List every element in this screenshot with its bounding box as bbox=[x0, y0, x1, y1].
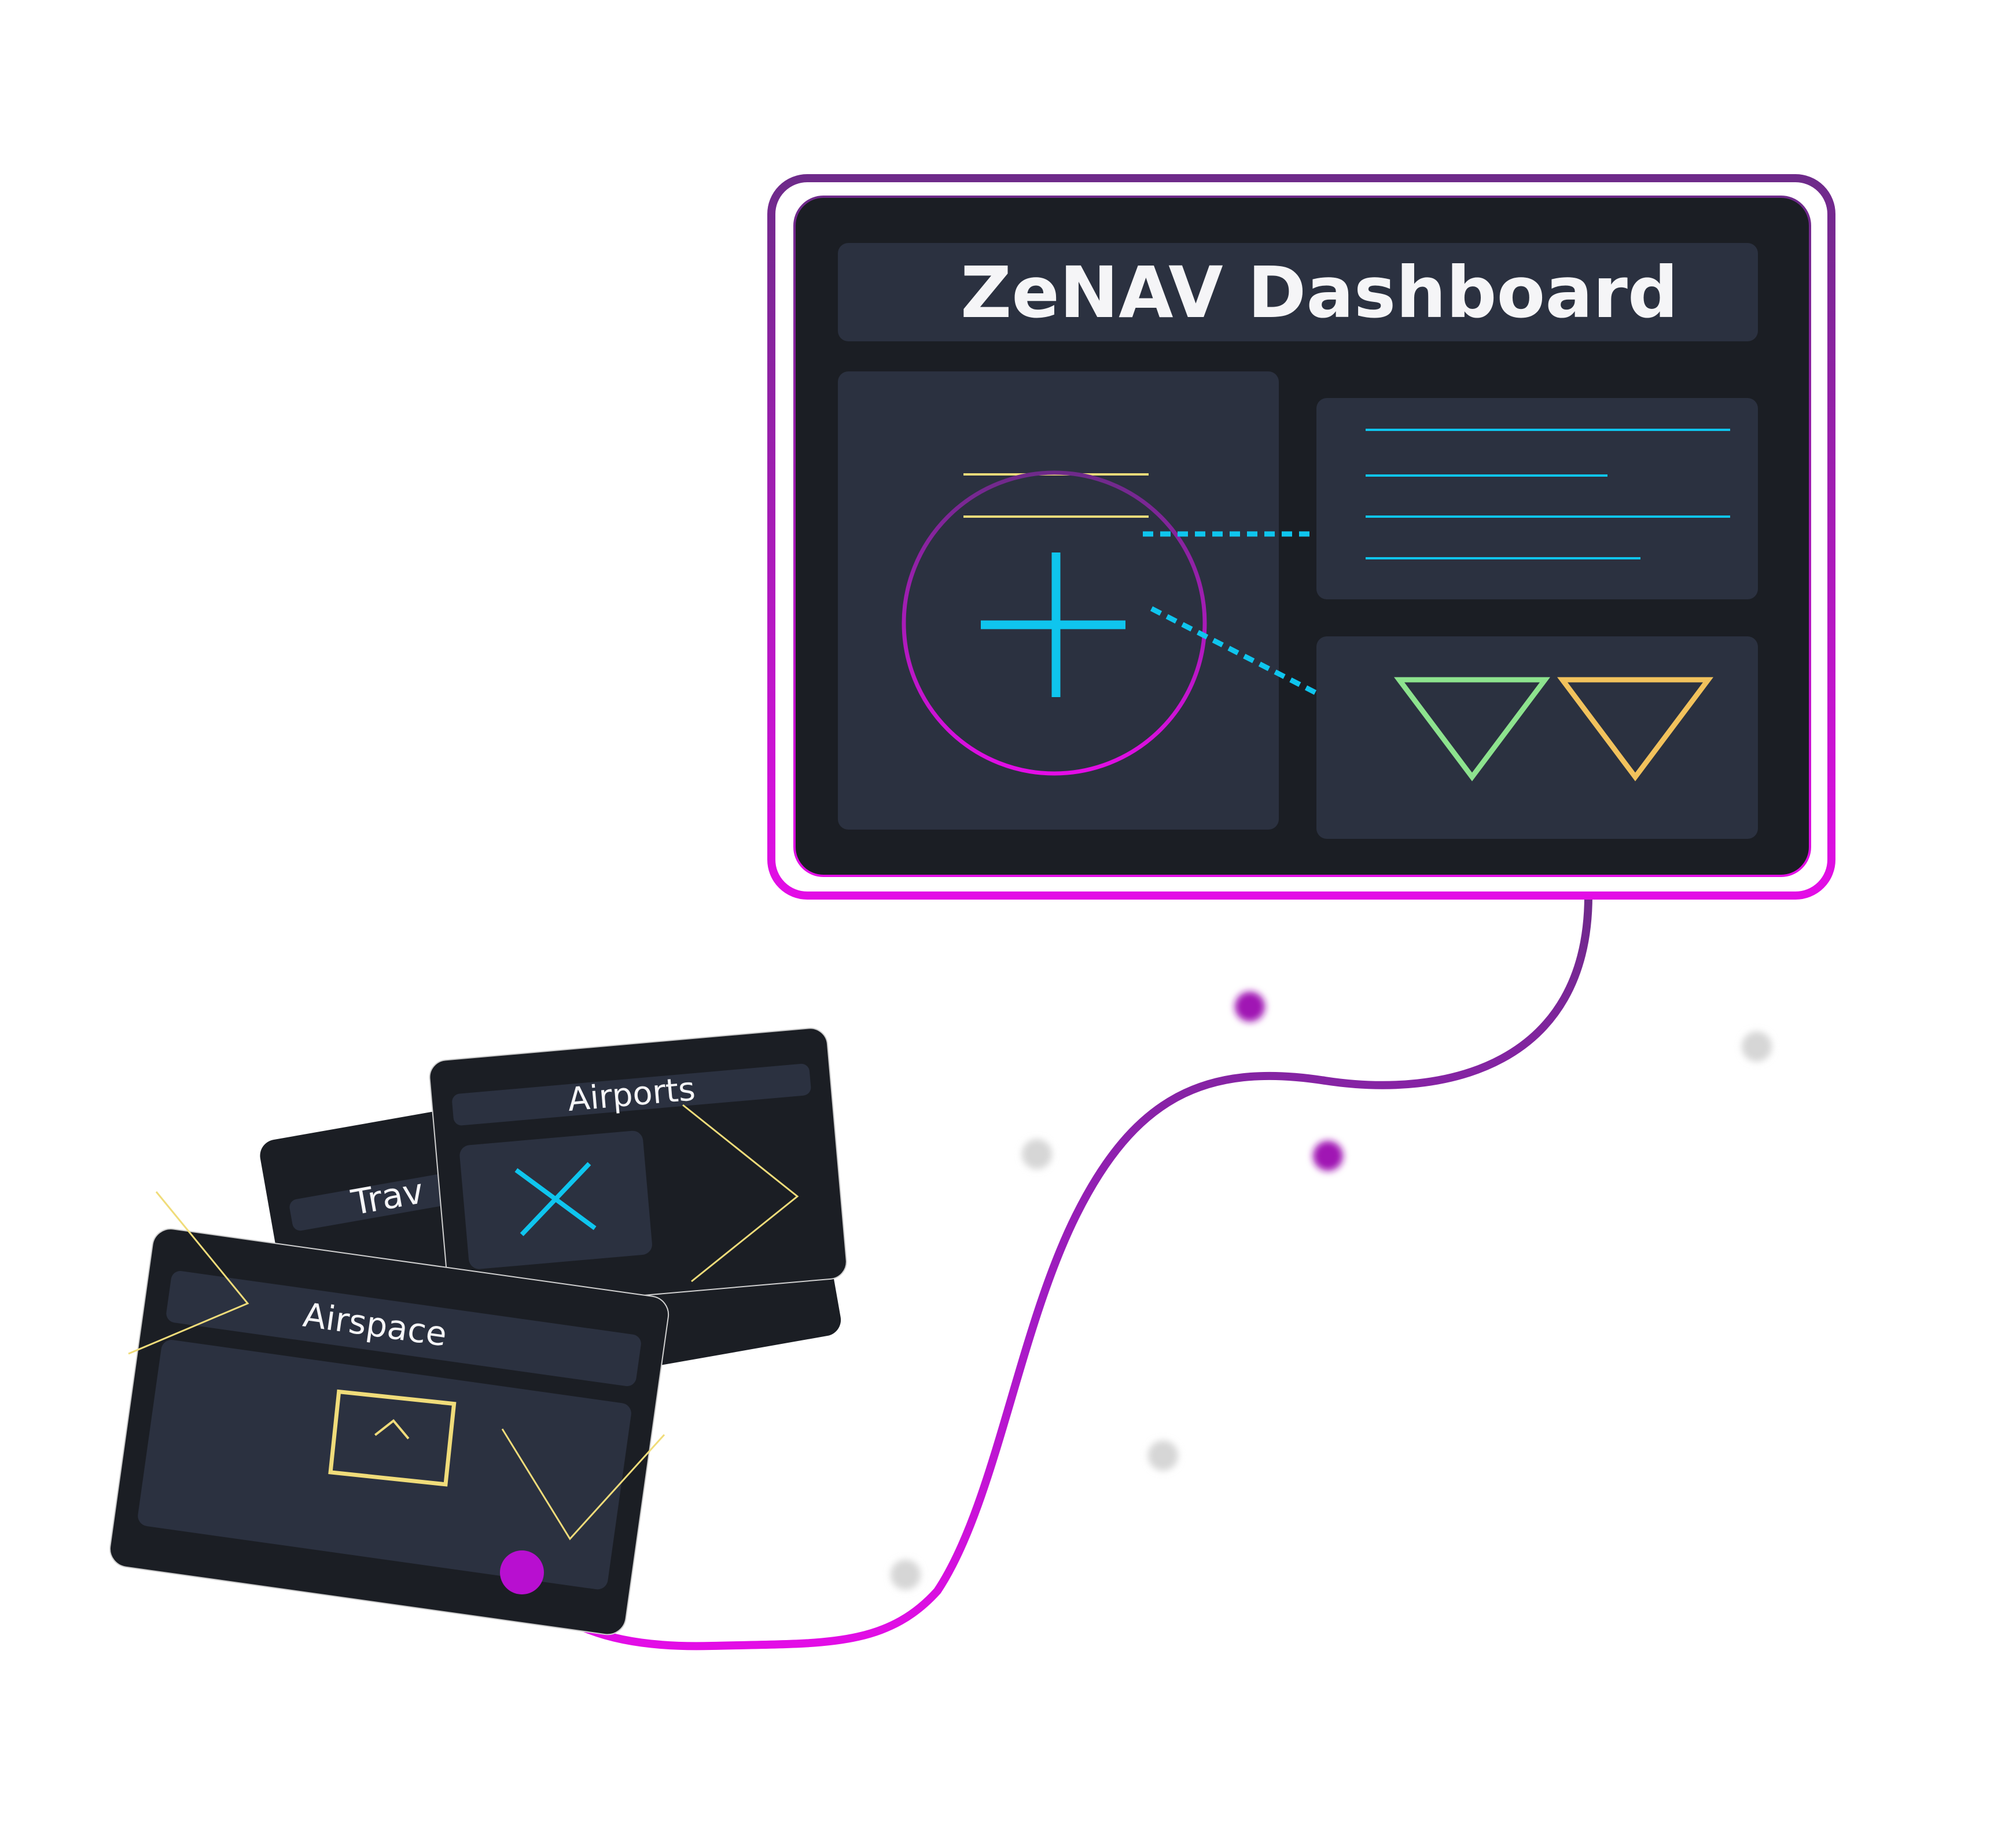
gray-dot bbox=[1022, 1139, 1052, 1169]
chevron-right-icon bbox=[128, 1191, 249, 1355]
card-airspace[interactable]: Airspace bbox=[108, 1226, 671, 1637]
card-content bbox=[138, 1340, 631, 1590]
chevron-right-icon bbox=[682, 1104, 799, 1283]
triangles-widget bbox=[1316, 636, 1758, 839]
dashboard-title: ZeNAV Dashboard bbox=[961, 252, 1678, 334]
close-icon bbox=[514, 1162, 597, 1236]
card-header bbox=[166, 1270, 641, 1387]
chevron-down-icon bbox=[501, 1428, 665, 1541]
cable-plug bbox=[500, 1550, 544, 1594]
triangle-down-icon bbox=[1394, 677, 1550, 782]
gray-dot bbox=[1742, 1031, 1772, 1062]
chevron-up-icon bbox=[328, 1389, 457, 1487]
card-airports[interactable]: Airports bbox=[428, 1027, 848, 1312]
target-ring bbox=[902, 470, 1207, 776]
plus-icon bbox=[981, 552, 1125, 697]
dotted-connector bbox=[1150, 606, 1318, 696]
text-lines-widget bbox=[1316, 398, 1758, 599]
gray-dot bbox=[891, 1560, 921, 1590]
triangle-down-icon bbox=[1557, 677, 1713, 782]
connector-cable bbox=[520, 891, 1592, 1651]
dashboard-window: ZeNAV Dashboard bbox=[767, 174, 1835, 900]
background-dots bbox=[891, 992, 1772, 1590]
cards-stack: Trav Airports Airspace bbox=[108, 1027, 848, 1637]
card-header bbox=[452, 1063, 811, 1126]
dashboard-title-bar bbox=[838, 243, 1758, 341]
gray-dot bbox=[1148, 1441, 1178, 1471]
magenta-dot bbox=[1235, 992, 1265, 1022]
magenta-dot bbox=[1313, 1141, 1343, 1171]
